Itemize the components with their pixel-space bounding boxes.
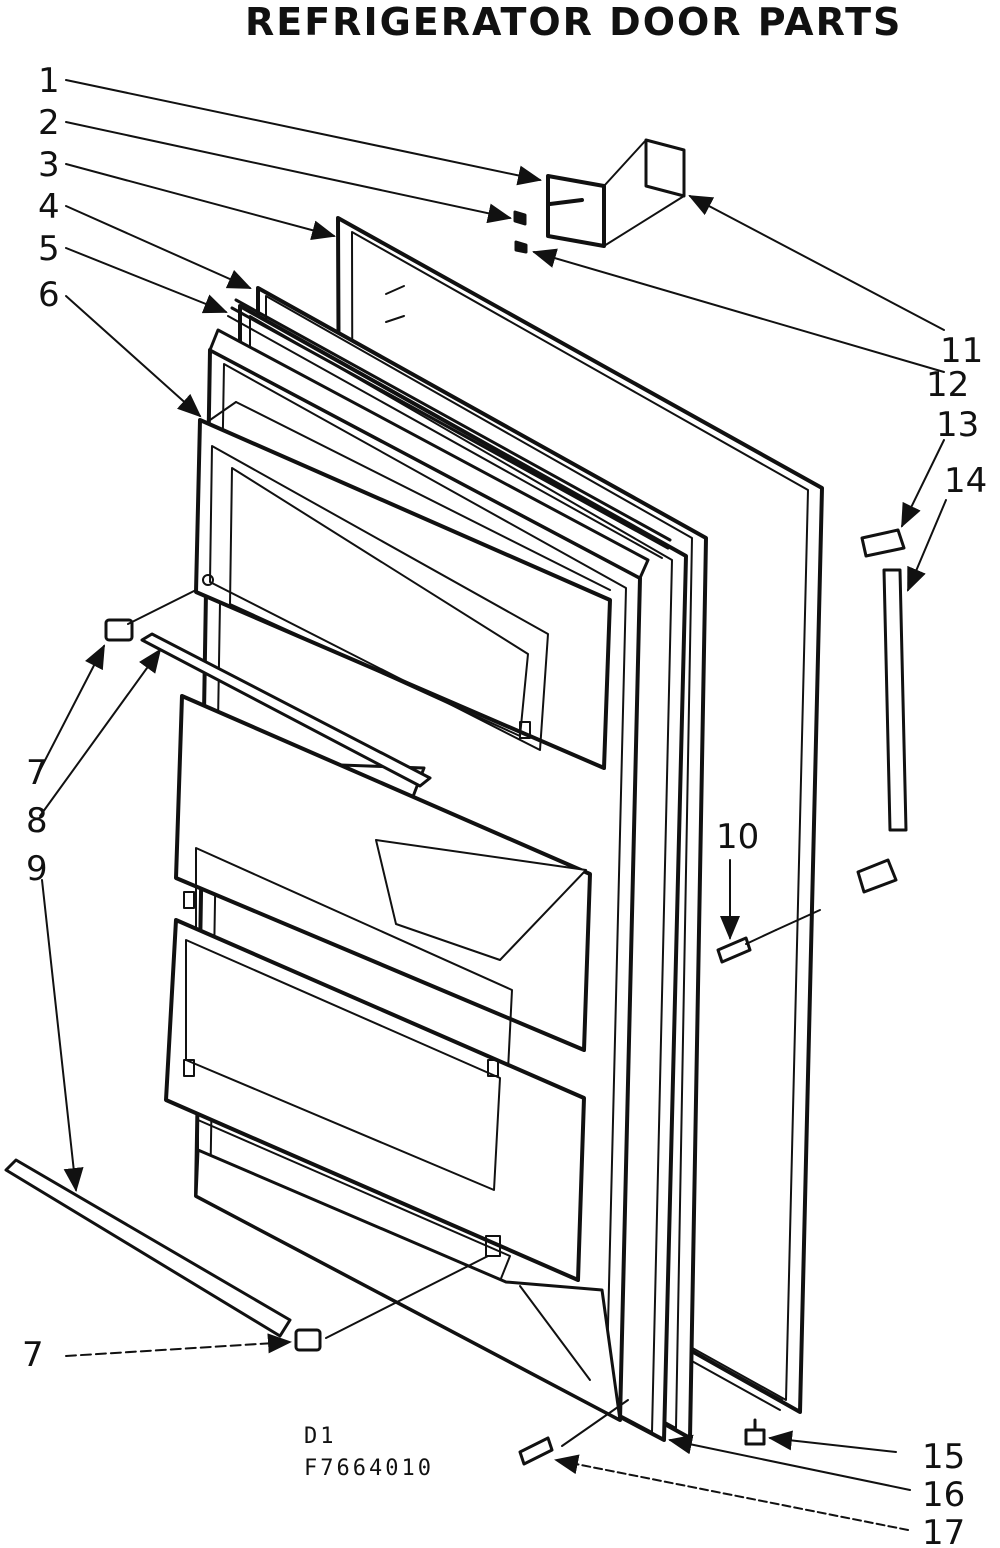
part-label: 2 (38, 103, 60, 143)
part-label: 8 (26, 801, 48, 841)
part-label: 4 (38, 187, 60, 227)
upper-shelf-box (194, 401, 612, 770)
top-hinge (513, 138, 686, 254)
diagram-code-line2: F7664010 (304, 1456, 434, 1481)
part-label: 7 (22, 1335, 44, 1375)
part-label: 5 (38, 229, 60, 269)
diagram-code-line1: D1 (304, 1424, 337, 1449)
leader-lines (39, 79, 947, 1531)
part-label: 7 (26, 753, 48, 793)
part-label: 13 (936, 405, 979, 445)
part-label: 6 (38, 275, 60, 315)
part-label: 11 (940, 331, 983, 371)
small-parts (104, 285, 777, 1466)
part-label: 12 (926, 365, 969, 405)
middle-shelf-box (174, 694, 592, 1071)
lower-shelf-box (164, 918, 586, 1287)
part-label: 15 (922, 1437, 965, 1477)
part-number-labels: 1 2 3 4 5 6 7 8 9 10 11 12 13 14 15 16 1… (22, 61, 987, 1548)
part-label: 14 (944, 461, 987, 501)
part-label: 10 (716, 817, 759, 857)
liner-bottom (194, 1148, 622, 1422)
part-label: 16 (922, 1475, 965, 1515)
part-label: 3 (38, 145, 60, 185)
part-label: 9 (26, 849, 48, 889)
page-title: REFRIGERATOR DOOR PARTS (245, 0, 903, 44)
handle-bars (4, 528, 908, 1338)
part-label: 17 (922, 1513, 965, 1548)
part-label: 1 (38, 61, 60, 101)
